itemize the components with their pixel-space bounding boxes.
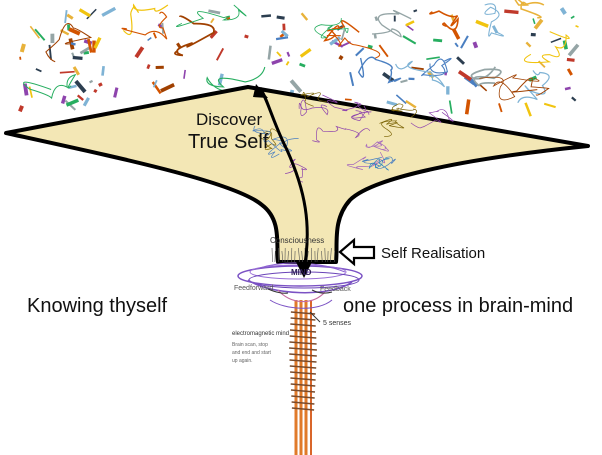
discover-label: Discover [196, 110, 263, 129]
feedforward-arrow [267, 288, 289, 294]
self-realisation-arrow [338, 237, 376, 267]
em-note-line-3: up again. [232, 358, 253, 364]
em-note-line-2: and end and start [232, 350, 271, 356]
em-note-line-1: Brain scan, stop [232, 342, 268, 348]
feedforward-label: Feedforward [234, 285, 274, 292]
feedback-arrow [311, 289, 333, 294]
discover-arrow [253, 84, 312, 278]
electromagnetic-mind-label: electromagnetic mind [232, 331, 290, 337]
one-process-label: one process in brain-mind [343, 295, 574, 317]
consciousness-label: Consciousness [270, 236, 325, 245]
knowing-thyself-label: Knowing thyself [27, 295, 168, 317]
mind-label: MIND [291, 268, 312, 277]
inner-scribbles [252, 91, 454, 183]
consciousness-ticks [271, 247, 335, 263]
true-self-label: True Self [188, 131, 269, 153]
feedback-label: Feedback [320, 286, 351, 293]
spinal-cord [289, 300, 317, 455]
self-realisation-label: Self Realisation [381, 245, 486, 262]
five-senses-arrow [309, 311, 321, 323]
confetti-scribbles [18, 0, 580, 117]
five-senses-label: 5 senses [323, 320, 352, 327]
